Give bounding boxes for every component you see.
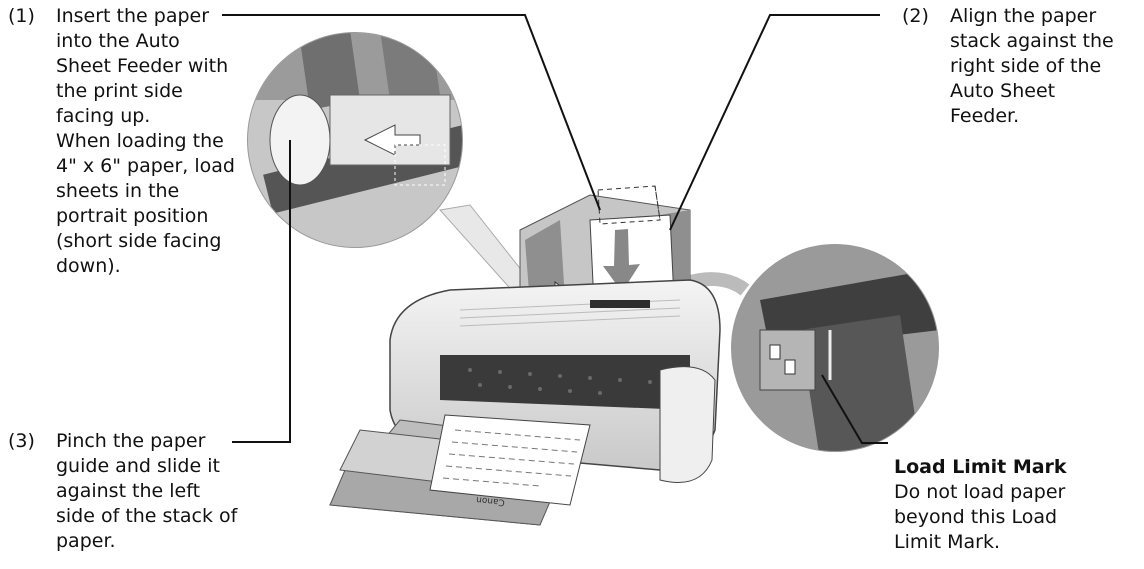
step-1-line: Insert the paper <box>56 5 210 27</box>
step-1-line: portrait position <box>56 205 209 227</box>
load-limit-title: Load Limit Mark <box>894 456 1067 478</box>
step-2-line: right side of the <box>950 55 1102 77</box>
brand-label: Canon <box>476 494 506 507</box>
step-3-line: against the left <box>56 480 201 502</box>
step-1-line: Sheet Feeder with <box>56 55 229 77</box>
leader-load-limit <box>821 374 888 444</box>
paper-guide-zoom-circle <box>247 32 546 306</box>
step-1-line: down). <box>56 255 121 277</box>
step-3-line: side of the stack of <box>56 505 238 527</box>
step-3-line: Pinch the paper <box>56 430 206 452</box>
step-1-line: When loading the <box>56 130 224 152</box>
step-1-number: (1) <box>8 5 35 27</box>
step-1-line: 4" x 6" paper, load <box>56 155 235 177</box>
leader-lines <box>222 14 888 444</box>
printed-sheet <box>429 414 591 506</box>
step-2-line: Feeder. <box>950 105 1020 127</box>
load-limit-note: Load Limit Mark Do not load paper beyond… <box>894 455 1067 555</box>
step-1-line: facing up. <box>56 105 151 127</box>
step-3-line: guide and slide it <box>56 455 220 477</box>
load-limit-zoom-circle <box>650 244 939 452</box>
step-1-line: sheets in the <box>56 180 180 202</box>
step-2-number: (2) <box>902 5 929 27</box>
load-limit-line: beyond this Load <box>894 506 1058 528</box>
step-3-number: (3) <box>8 430 35 452</box>
step-1-line: (short side facing <box>56 230 222 252</box>
step-1-line: into the Auto <box>56 30 180 52</box>
step-3-line: paper. <box>56 530 116 552</box>
step-1-line: the print side <box>56 80 183 102</box>
step-2-line: stack against the <box>950 30 1114 52</box>
step-2-line: Align the paper <box>950 5 1097 27</box>
leader-step-3 <box>232 140 291 443</box>
step-2-line: Auto Sheet <box>950 80 1056 102</box>
load-limit-line: Limit Mark. <box>894 531 1001 553</box>
leader-step-1 <box>222 14 601 211</box>
load-limit-line: Do not load paper <box>894 481 1066 503</box>
printer: Canon <box>329 185 721 526</box>
leader-step-2 <box>669 14 880 231</box>
